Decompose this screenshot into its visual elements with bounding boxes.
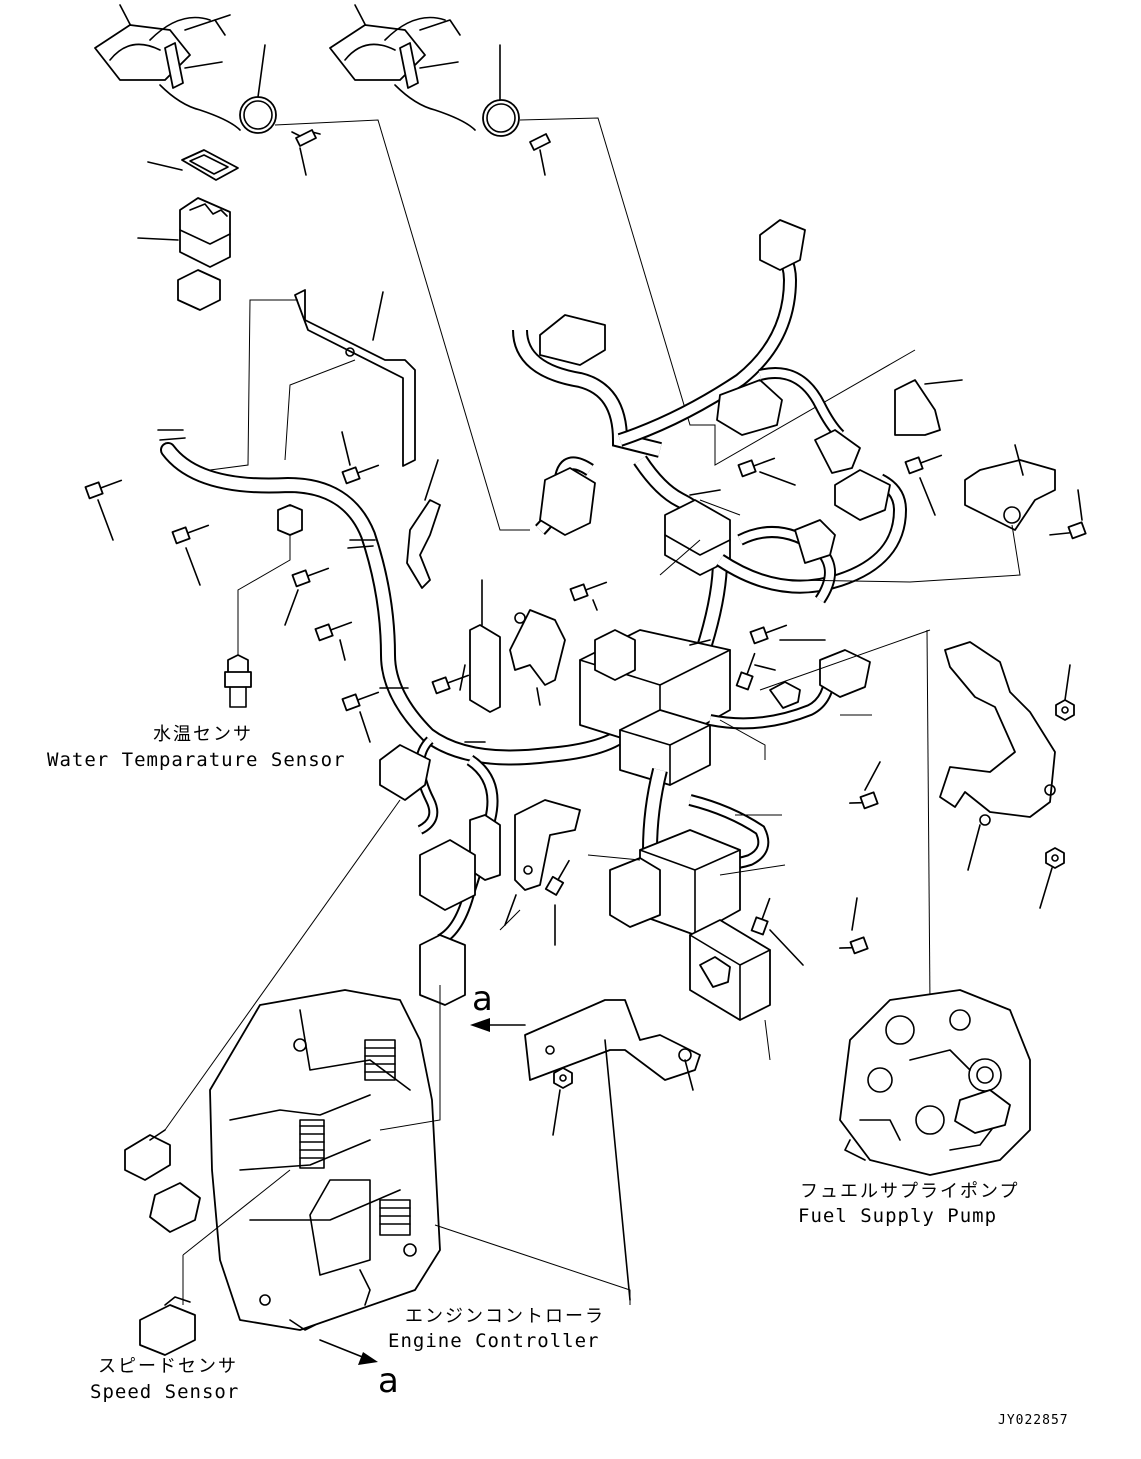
fuel-supply-pump	[839, 989, 1031, 1176]
main-harness	[157, 219, 908, 1021]
view-marker-upper: a	[472, 979, 493, 1019]
fuel-supply-pump-label-jp: フュエルサプライポンプ	[800, 1181, 1019, 1202]
drawing-code: JY022857	[998, 1413, 1069, 1428]
water-temp-sensor-label: 水温センサ Water Temparature Sensor	[47, 724, 346, 771]
view-arrow-lower: a	[319, 1339, 399, 1401]
connector-seal	[147, 149, 239, 181]
bracket-left	[209, 289, 416, 471]
bracket-right-upper	[894, 379, 963, 436]
water-temp-sensor-label-jp: 水温センサ	[153, 724, 253, 745]
engine-controller-label-jp: エンジンコントローラ	[405, 1306, 605, 1327]
speed-sensor-label: スピードセンサ Speed Sensor	[90, 1356, 239, 1403]
injector-harness-left	[94, 4, 321, 176]
bracket-bottom	[524, 999, 701, 1301]
bolts	[84, 431, 1087, 1136]
clamp-right	[789, 444, 1056, 583]
injector-harness-middle	[329, 4, 551, 176]
view-arrow-upper: a	[470, 979, 526, 1032]
engine-controller	[209, 985, 631, 1331]
speed-sensor-label-jp: スピードセンサ	[98, 1356, 238, 1377]
speed-sensor	[124, 799, 401, 1356]
bracket-middle	[406, 459, 566, 713]
bracket-right	[939, 641, 1056, 871]
view-marker-lower: a	[378, 1361, 399, 1401]
fuel-supply-pump-label-en: Fuel Supply Pump	[798, 1205, 997, 1227]
connector-plug	[137, 197, 231, 268]
water-temp-sensor-label-en: Water Temparature Sensor	[47, 749, 346, 771]
water-temp-sensor	[224, 504, 303, 708]
fuel-supply-pump-label: フュエルサプライポンプ Fuel Supply Pump	[798, 1181, 1019, 1227]
engine-controller-label-en: Engine Controller	[388, 1330, 599, 1352]
speed-sensor-label-en: Speed Sensor	[90, 1381, 239, 1403]
bracket-lower	[504, 799, 641, 926]
leader-lines	[499, 499, 931, 1061]
engine-controller-label: エンジンコントローラ Engine Controller	[388, 1306, 605, 1352]
